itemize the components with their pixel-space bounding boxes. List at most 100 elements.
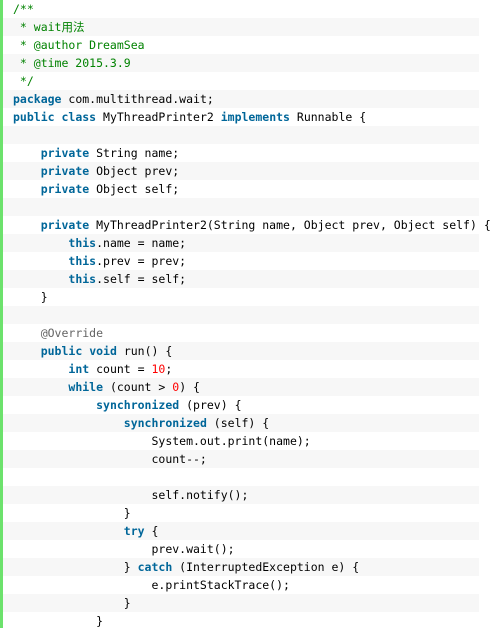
code-token-plain (13, 344, 41, 358)
code-token-keyword: synchronized (123, 416, 207, 430)
code-line: @Override (3, 324, 479, 342)
code-token-keyword: private (40, 218, 90, 232)
code-line: public class MyThreadPrinter2 implements… (3, 108, 479, 126)
code-token-plain: run() { (116, 344, 173, 358)
code-token-plain (13, 398, 96, 412)
code-token-keyword: synchronized (96, 398, 180, 412)
code-token-keyword: private (40, 164, 90, 178)
code-token-plain: } (13, 596, 131, 610)
code-line: private MyThreadPrinter2(String name, Ob… (3, 216, 491, 234)
code-line: */ (3, 72, 479, 90)
code-token-plain (13, 254, 68, 268)
code-token-number: 0 (172, 380, 180, 394)
code-token-plain: Object self; (89, 182, 180, 196)
code-line: try { (3, 522, 479, 540)
code-line: int count = 10; (3, 360, 479, 378)
code-line: this.self = self; (3, 270, 479, 288)
code-token-comment: * @time 2015.3.9 (13, 56, 131, 70)
code-line: count--; (3, 450, 479, 468)
code-token-keyword: private (40, 182, 90, 196)
code-line: System.out.print(name); (3, 432, 479, 450)
code-line: synchronized (prev) { (3, 396, 479, 414)
code-token-plain: count--; (13, 452, 207, 466)
gutter-bar (0, 0, 3, 628)
code-token-plain: prev.wait(); (13, 542, 235, 556)
code-token-plain (13, 218, 41, 232)
code-token-keyword: package (13, 92, 62, 106)
code-token-plain: String name; (89, 146, 180, 160)
code-token-plain (13, 362, 68, 376)
code-line (3, 306, 479, 324)
code-line: self.notify(); (3, 486, 479, 504)
code-line: e.printStackTrace(); (3, 576, 479, 594)
code-line: } (3, 288, 479, 306)
code-token-keyword: while (68, 380, 104, 394)
code-token-plain: MyThreadPrinter2(String name, Object pre… (89, 218, 491, 232)
code-token-annotation: @Override (40, 326, 104, 340)
code-token-keyword: void (89, 344, 117, 358)
code-token-plain: (prev) { (179, 398, 242, 412)
code-line: * wait用法 (3, 18, 479, 36)
code-token-comment: /** (13, 2, 34, 16)
code-token-comment: * wait用法 (13, 20, 85, 34)
code-token-keyword: try (123, 524, 145, 538)
code-token-plain: .self = self; (96, 272, 187, 286)
code-token-plain: System.out.print(name); (13, 434, 311, 448)
code-token-plain: (InterruptedException e) { (172, 560, 360, 574)
code-line (3, 468, 479, 486)
code-line: prev.wait(); (3, 540, 479, 558)
code-line: } (3, 504, 479, 522)
code-token-keyword: class (61, 110, 97, 124)
code-token-plain: ) { (179, 380, 200, 394)
code-line: this.prev = prev; (3, 252, 479, 270)
code-token-keyword: public (13, 110, 55, 124)
code-token-number: 10 (151, 362, 166, 376)
code-token-plain: Object prev; (89, 164, 180, 178)
code-token-keyword: private (40, 146, 90, 160)
code-token-keyword: int (68, 362, 90, 376)
code-token-plain (13, 164, 41, 178)
code-line: private Object self; (3, 180, 479, 198)
code-line (3, 126, 479, 144)
code-token-plain: .name = name; (96, 236, 187, 250)
code-token-plain (13, 182, 41, 196)
code-token-plain (13, 416, 124, 430)
code-token-plain (13, 272, 68, 286)
code-line: public void run() { (3, 342, 479, 360)
code-token-comment: * @author DreamSea (13, 38, 145, 52)
code-token-plain: self.notify(); (13, 488, 249, 502)
code-token-plain: count = (89, 362, 152, 376)
code-line: while (count > 0) { (3, 378, 479, 396)
code-token-plain: } (13, 614, 104, 628)
code-token-this: this (68, 254, 97, 268)
code-token-keyword: catch (137, 560, 173, 574)
code-line: } catch (InterruptedException e) { (3, 558, 479, 576)
code-token-plain: } (13, 290, 48, 304)
code-line: * @author DreamSea (3, 36, 479, 54)
code-line: } (3, 612, 479, 630)
code-line: synchronized (self) { (3, 414, 479, 432)
code-token-plain: } (13, 560, 138, 574)
code-token-plain: e.printStackTrace(); (13, 578, 290, 592)
code-token-plain: } (13, 506, 131, 520)
code-line: * @time 2015.3.9 (3, 54, 479, 72)
code-token-plain (13, 326, 41, 340)
code-line: /** (3, 0, 479, 18)
code-line: private String name; (3, 144, 479, 162)
code-line (3, 198, 479, 216)
code-token-plain: com.multithread.wait; (61, 92, 214, 106)
code-line: package com.multithread.wait; (3, 90, 479, 108)
code-token-plain: Runnable { (289, 110, 367, 124)
code-token-comment: */ (13, 74, 34, 88)
code-line: this.name = name; (3, 234, 479, 252)
code-token-keyword: public (40, 344, 83, 358)
code-token-this: this (68, 272, 97, 286)
code-line: private Object prev; (3, 162, 479, 180)
code-token-plain: (count > (103, 380, 173, 394)
code-token-plain (13, 146, 41, 160)
code-token-plain: (self) { (206, 416, 270, 430)
code-token-keyword: implements (220, 110, 290, 124)
code-token-plain: { (144, 524, 159, 538)
code-token-plain (13, 380, 68, 394)
